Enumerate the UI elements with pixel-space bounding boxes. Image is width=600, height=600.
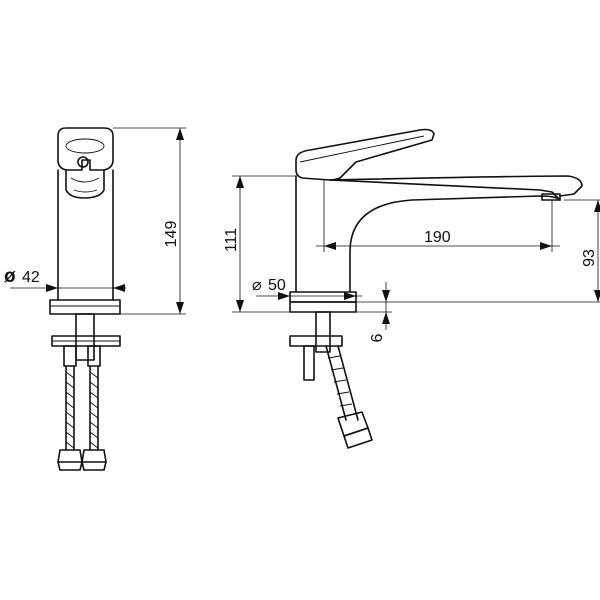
front-height-dimension: 149 [113, 127, 186, 315]
side-spout-height-label: 93 [581, 249, 598, 267]
side-base-diameter-symbol: ⌀ [252, 277, 262, 294]
front-lever-cap [65, 138, 105, 154]
side-base-diameter-dimension: ⌀ 50 [252, 277, 362, 300]
front-diameter-symbol: ø [4, 266, 16, 287]
side-lever [295, 128, 435, 181]
side-height-label: 111 [223, 228, 240, 252]
front-diameter-dimension: ø 42 [4, 266, 126, 292]
side-reach-label: 190 [424, 229, 451, 246]
side-aerator [541, 193, 561, 201]
front-lever [57, 127, 114, 171]
front-view: 149 ø 42 [4, 127, 186, 471]
side-hose [325, 345, 373, 449]
front-height-label: 149 [163, 221, 180, 248]
front-body [57, 169, 114, 301]
side-spout [329, 175, 583, 197]
side-thickness-dimension: 6 [356, 282, 392, 342]
side-spout-height-dimension: 93 [356, 199, 600, 303]
side-thickness-label: 6 [369, 333, 386, 342]
side-height-dimension: 111 [223, 175, 296, 313]
side-stud [315, 311, 331, 353]
side-reach-dimension: 190 [316, 180, 560, 252]
front-handle-shell [65, 169, 105, 199]
front-base [49, 299, 121, 315]
side-base-diameter-label: 50 [268, 277, 286, 294]
side-nut [289, 335, 343, 347]
side-view: 111 190 93 ⌀ 50 [223, 128, 600, 449]
front-stud [75, 313, 95, 361]
front-diameter-label: 42 [22, 269, 40, 286]
front-hoses [57, 345, 107, 471]
front-lever-hole [77, 156, 89, 168]
